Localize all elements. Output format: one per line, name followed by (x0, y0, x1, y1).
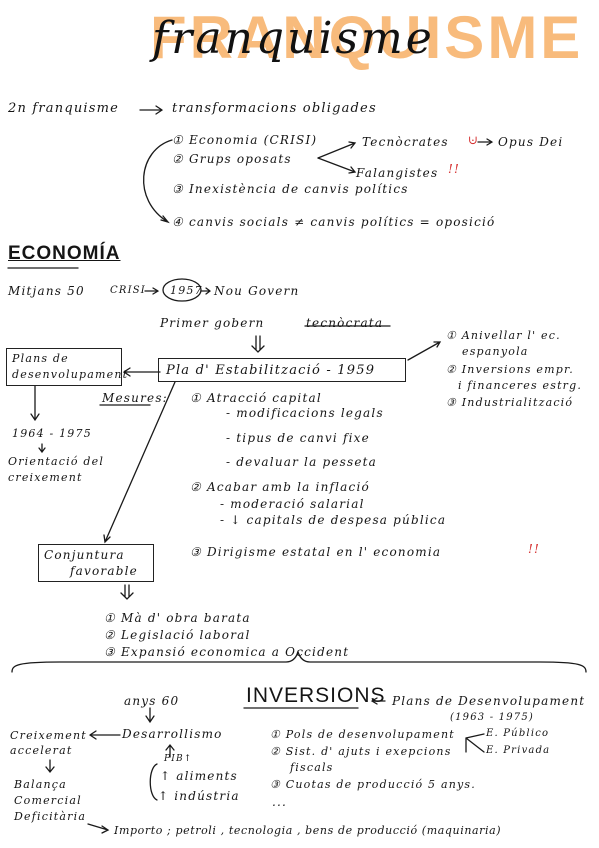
private-enterprise: E. Privada (486, 745, 551, 756)
gdp-label: PIB↑ (164, 754, 193, 764)
plans-box (6, 348, 122, 386)
orientation-line-2: creixement (8, 471, 83, 484)
falangists-mark: !! (448, 162, 461, 176)
goal-1: ① Anivellar l' ec. (446, 329, 561, 342)
technocrats-label: Tecnòcrates (362, 135, 449, 149)
goal-2: ② Inversions empr. (446, 363, 574, 376)
measures-label: Mesures: (102, 391, 168, 405)
section-header-economia: ECONOMÍA (8, 243, 121, 264)
mid-50s-label: Mitjans 50 (8, 284, 85, 298)
measure-3: ③ Dirigisme estatal en l' economia (190, 545, 442, 559)
measure-1a: - modificacions legals (226, 406, 384, 420)
technocrats-mark: ⊍ (468, 133, 480, 147)
balance-line-3: Deficitària (14, 810, 87, 823)
measure-1b: - tipus de canvi fixe (226, 431, 370, 445)
range-1964-1975: 1964 - 1975 (12, 427, 92, 440)
falangists-label: Falangistes (356, 166, 439, 180)
measure-2b: - ↓ capitals de despesa pública (220, 513, 447, 527)
intro-item-2: ② Grups oposats (172, 152, 292, 166)
stabilization-plan-box (158, 358, 406, 382)
stabilization-plan-title: Pla d' Estabilització - 1959 (166, 363, 376, 378)
plans-box-line-1: Plans de (12, 352, 69, 365)
measure-3-mark: !! (528, 542, 541, 556)
technocrat-label: tecnòcrata (306, 316, 384, 330)
growth-line-2: accelerat (10, 744, 73, 757)
intro-item-1: ① Economia (CRISI) (172, 133, 318, 147)
balance-line-1: Balança (14, 778, 67, 791)
crisi-label: CRISI (110, 285, 146, 296)
public-enterprise: E. Público (486, 728, 550, 739)
measure-2: ② Acabar amb la inflació (190, 480, 370, 494)
growth-line-1: Creixement (10, 729, 87, 742)
first-government-label: Primer gobern (160, 316, 265, 330)
opus-dei-label: Opus Dei (498, 135, 564, 149)
intro-item-4: ④ canvis socials ≠ canvis polítics = opo… (172, 215, 496, 229)
balance-line-2: Comercial (14, 794, 82, 807)
desarrollismo-label: Desarrollismo (122, 727, 223, 741)
intro-result: transformacions obligades (172, 101, 377, 116)
development-plans-label: Plans de Desenvolupament (392, 694, 586, 708)
orientation-line-1: Orientació del (8, 455, 105, 468)
imports-line: Importo ; petroli , tecnologia , bens de… (114, 824, 502, 837)
conjuntura-line-2: favorable (70, 564, 138, 578)
development-plans-range: (1963 - 1975) (450, 712, 535, 723)
goal-2-cont: i financeres estrg. (458, 379, 583, 392)
goal-1-cont: espanyola (462, 345, 529, 358)
aid-system-cont: fiscals (290, 761, 334, 774)
measure-2a: - moderació salarial (220, 497, 365, 511)
industry-label: ↑ indústria (158, 789, 240, 803)
page-title: franquisme (152, 13, 435, 64)
food-label: ↑ aliments (160, 769, 238, 783)
plans-box-line-2: desenvolupament (12, 368, 129, 381)
year-1957: 1957 (170, 284, 203, 297)
aid-system: ② Sist. d' ajuts i exepcions (270, 745, 452, 758)
years-60-label: anys 60 (124, 694, 180, 708)
ellipsis: ... (272, 795, 288, 809)
intro-subject: 2n franquisme (8, 101, 120, 116)
measure-1: ① Atracció capital (190, 391, 322, 405)
goal-3: ③ Industrialització (446, 396, 574, 409)
section-header-inversions: INVERSIONS (246, 684, 386, 707)
production-quotas: ③ Cuotas de producció 5 anys. (270, 778, 476, 791)
intro-item-3: ③ Inexistència de canvis polítics (172, 182, 409, 196)
factor-2: ② Legislació laboral (104, 628, 251, 642)
conjuntura-box (38, 544, 154, 582)
development-poles: ① Pols de desenvolupament (270, 728, 455, 741)
measure-1c: - devaluar la pesseta (226, 455, 378, 469)
conjuntura-line-1: Conjuntura (44, 548, 125, 562)
new-government-label: Nou Govern (214, 284, 300, 298)
factor-1: ① Mà d' obra barata (104, 611, 251, 625)
factor-3: ③ Expansió economica a Occident (104, 645, 350, 659)
title-background: FRANQUISME (150, 4, 584, 71)
